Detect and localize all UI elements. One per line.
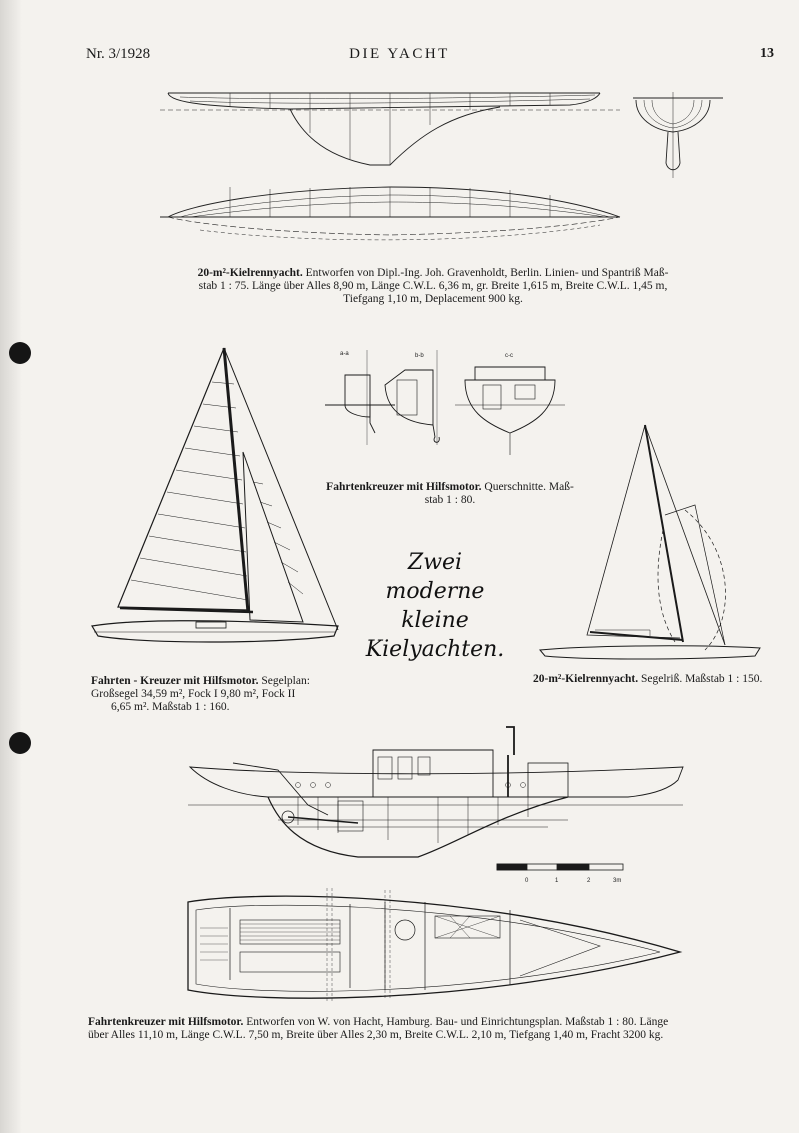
sail-plan-racer-drawing (535, 420, 765, 665)
caption-sail-plan-cruiser-line2: Großsegel 34,59 m², Fock I 9,80 m², Fock… (91, 688, 296, 700)
caption-cross-sections-line1: Querschnitte. Maß- (484, 481, 574, 493)
scale-tick-3: 3m (613, 878, 621, 884)
caption-lines-plan-line1: Entworfen von Dipl.-Ing. Joh. Gravenhold… (305, 267, 669, 279)
caption-construction-plan-title: Fahrtenkreuzer mit Hilfsmotor. (88, 1016, 244, 1028)
cross-sections-drawing: a-a b-b c-c (315, 345, 570, 460)
construction-profile-drawing (188, 725, 688, 865)
section-label-aa: a-a (340, 351, 349, 357)
issue-number: Nr. 3/1928 (86, 46, 151, 62)
headline-line3: Kielyachten. (365, 637, 505, 662)
page-number: 13 (760, 46, 774, 61)
headline-line1: Zwei moderne (385, 550, 485, 604)
scale-tick-2: 2 (587, 878, 591, 884)
page-edge (0, 0, 22, 1133)
headline-script: Zwei moderne kleine Kielyachten. (355, 548, 515, 664)
caption-construction-plan-line1: Entworfen von W. von Hacht, Hamburg. Bau… (246, 1016, 669, 1028)
headline-line2: kleine (401, 608, 469, 633)
punch-hole-bottom (9, 732, 31, 754)
caption-lines-plan-line3: Tiefgang 1,10 m, Deplacement 900 kg. (343, 293, 523, 305)
sail-plan-cruiser-drawing (88, 342, 343, 647)
section-label-bb: b-b (415, 353, 424, 359)
punch-hole-top (9, 342, 31, 364)
caption-sail-plan-racer: 20-m²-Kielrennyacht. Segelriß. Maßstab 1… (533, 673, 793, 686)
section-label-cc: c-c (505, 353, 513, 359)
scale-tick-1: 1 (555, 878, 559, 884)
caption-sail-plan-racer-line1: Segelriß. Maßstab 1 : 150. (641, 673, 763, 685)
caption-sail-plan-cruiser-line3: 6,65 m². Maßstab 1 : 160. (111, 701, 230, 713)
caption-sail-plan-cruiser-title: Fahrten - Kreuzer mit Hilfsmotor. (91, 675, 259, 687)
accommodation-plan-drawing (180, 880, 685, 1005)
caption-construction-plan-line2: über Alles 11,10 m, Länge C.W.L. 7,50 m,… (88, 1029, 664, 1041)
body-plan-drawing (628, 88, 728, 178)
caption-lines-plan-line2: stab 1 : 75. Länge über Alles 8,90 m, Lä… (198, 280, 668, 292)
lines-plan-drawing (150, 85, 630, 260)
journal-title: DIE YACHT (349, 46, 450, 62)
scale-bar: 0 1 2 3m (495, 860, 630, 888)
caption-lines-plan-title: 20-m²-Kielrennyacht. (197, 267, 303, 279)
caption-sail-plan-cruiser-line1: Segelplan: (261, 675, 310, 687)
caption-lines-plan: 20-m²-Kielrennyacht. Entworfen von Dipl.… (138, 267, 728, 306)
caption-construction-plan: Fahrtenkreuzer mit Hilfsmotor. Entworfen… (88, 1016, 788, 1042)
caption-cross-sections-line2: stab 1 : 80. (424, 494, 476, 506)
caption-cross-sections: Fahrtenkreuzer mit Hilfsmotor. Querschni… (305, 481, 595, 507)
caption-sail-plan-cruiser: Fahrten - Kreuzer mit Hilfsmotor. Segelp… (91, 675, 341, 714)
caption-sail-plan-racer-title: 20-m²-Kielrennyacht. (533, 673, 639, 685)
caption-cross-sections-title: Fahrtenkreuzer mit Hilfsmotor. (326, 481, 482, 493)
scale-tick-0: 0 (525, 878, 529, 884)
